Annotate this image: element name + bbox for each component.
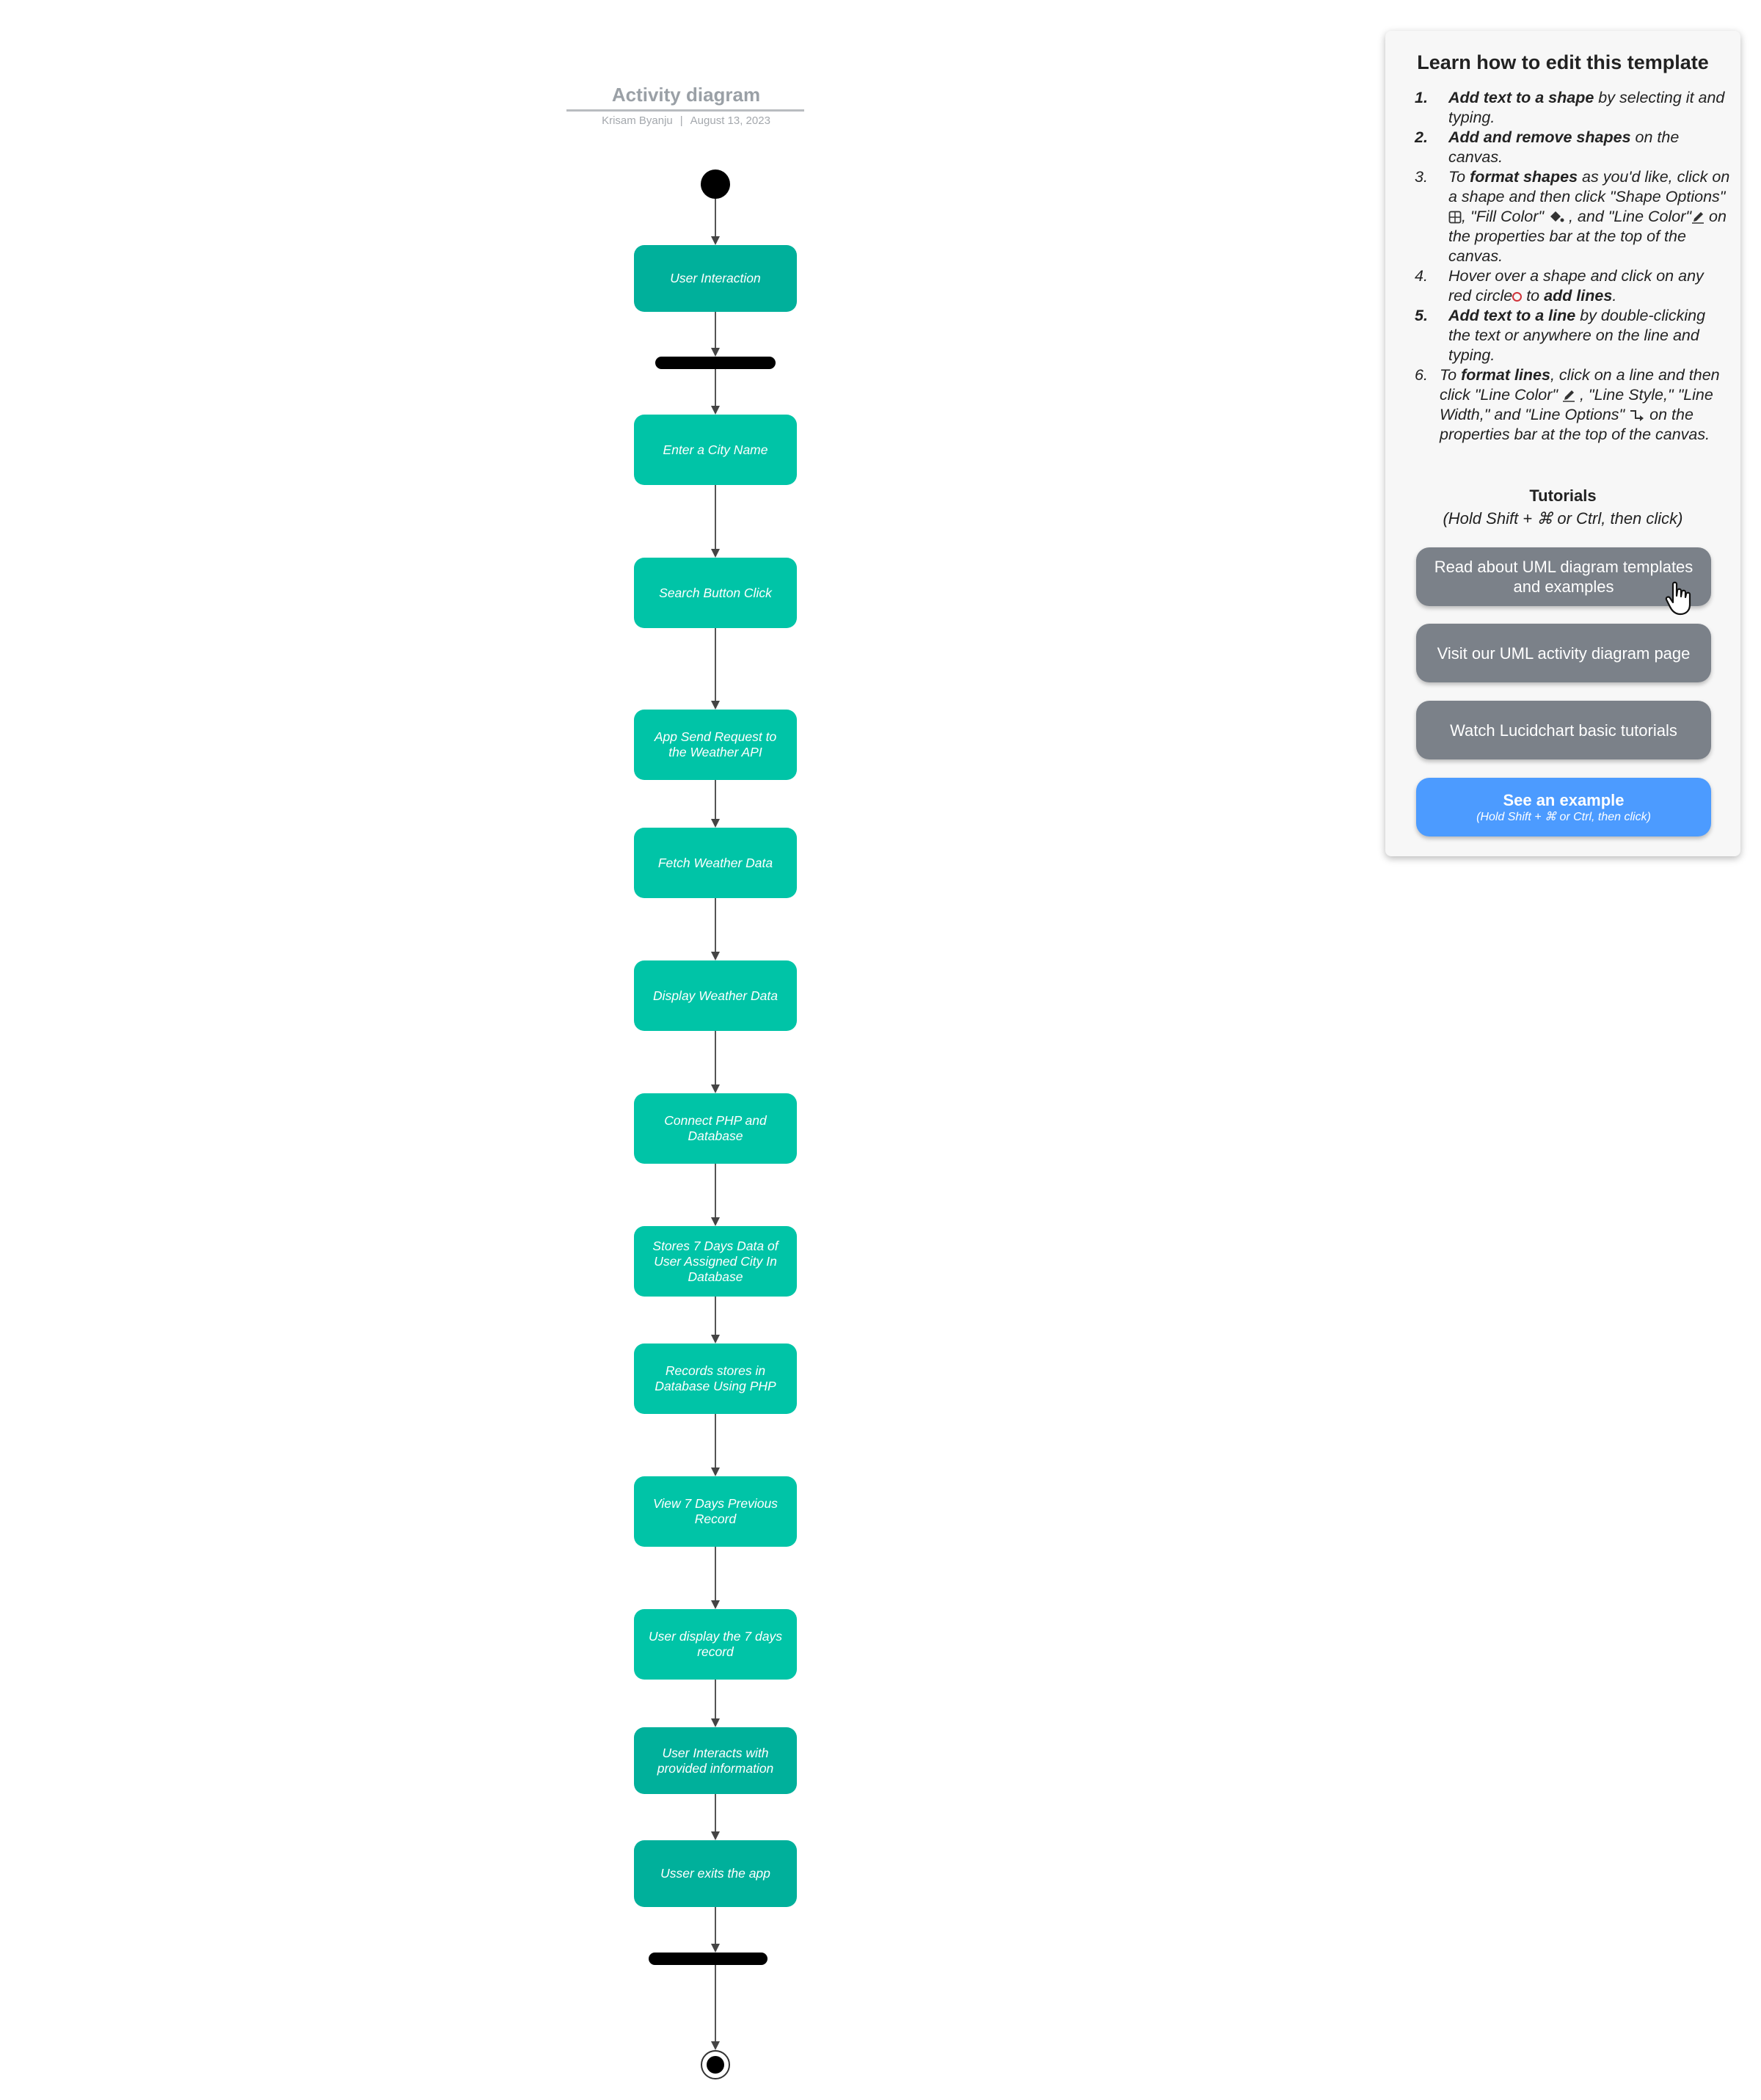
step-number: 1. — [1415, 89, 1428, 106]
instruction-list: 1. Add text to a shape by selecting it an… — [1415, 88, 1730, 445]
step-text: , and "Line Color" — [1564, 208, 1692, 225]
step-text: to — [1522, 287, 1545, 305]
step-number: 4. — [1415, 267, 1428, 285]
activity-user-interaction[interactable]: User Interaction — [634, 245, 797, 312]
help-panel: Learn how to edit this template 1. Add te… — [1385, 31, 1740, 856]
step-text: . — [1612, 287, 1617, 305]
activity-records-stores[interactable]: Records stores in Database Using PHP — [634, 1344, 797, 1414]
step-text: on the properties bar at the top of the … — [1440, 406, 1710, 443]
step-emphasis: Add text to a line — [1448, 307, 1576, 324]
instruction-step-3: 3. To format shapes as you'd like, click … — [1415, 167, 1730, 266]
step-number: 5. — [1415, 307, 1428, 324]
step-emphasis: format shapes — [1470, 168, 1578, 186]
join-bar[interactable] — [649, 1953, 768, 1965]
line-options-icon — [1630, 410, 1644, 422]
title-underline — [566, 109, 804, 112]
step-text: To — [1440, 366, 1462, 384]
activity-user-exits[interactable]: Usser exits the app — [634, 1840, 797, 1907]
activity-fetch-weather-data[interactable]: Fetch Weather Data — [634, 828, 797, 898]
activity-search-button-click[interactable]: Search Button Click — [634, 558, 797, 628]
line-color-icon — [1692, 212, 1705, 225]
diagram-title: Activity diagram — [611, 84, 761, 106]
button-sublabel: (Hold Shift + ⌘ or Ctrl, then click) — [1476, 810, 1651, 823]
step-text: by double-clicking the text or anywhere … — [1448, 307, 1706, 364]
button-label: Read about UML diagram templates and exa… — [1434, 558, 1693, 596]
button-label: See an example — [1503, 790, 1625, 809]
step-text: as you'd like, click on a shape and then… — [1448, 168, 1730, 205]
instruction-step-6: 6. To format lines, click on a line and t… — [1415, 365, 1730, 445]
help-panel-title: Learn how to edit this template — [1417, 51, 1709, 73]
uml-activity-page-button[interactable]: Visit our UML activity diagram page — [1416, 624, 1711, 682]
step-emphasis: add lines — [1544, 287, 1613, 305]
activity-send-request[interactable]: App Send Request to the Weather API — [634, 710, 797, 780]
step-text: , click on a line and then click "Line C… — [1440, 366, 1720, 404]
instruction-step-5: 5. Add text to a line by double-clicking … — [1415, 306, 1730, 365]
final-node[interactable] — [701, 2050, 730, 2079]
step-number: 6. — [1415, 366, 1428, 384]
basic-tutorials-button[interactable]: Watch Lucidchart basic tutorials — [1416, 701, 1711, 759]
final-node-dot — [707, 2056, 724, 2074]
activity-display-weather-data[interactable]: Display Weather Data — [634, 960, 797, 1031]
tutorials-hint: (Hold Shift + ⌘ or Ctrl, then click) — [1443, 509, 1683, 528]
red-circle-icon — [1512, 291, 1523, 302]
line-color-icon — [1563, 390, 1575, 403]
uml-templates-button[interactable]: Read about UML diagram templates and exa… — [1416, 547, 1711, 606]
activity-user-interacts[interactable]: User Interacts with provided information — [634, 1727, 797, 1794]
step-text: To — [1448, 168, 1470, 186]
instruction-step-2: 2. Add and remove shapes on the canvas. — [1415, 128, 1730, 167]
activity-display-7-days-record[interactable]: User display the 7 days record — [634, 1609, 797, 1680]
shape-options-icon — [1448, 211, 1462, 224]
hand-cursor-icon — [1665, 581, 1691, 616]
activity-connect-php-database[interactable]: Connect PHP and Database — [634, 1093, 797, 1164]
button-label: Visit our UML activity diagram page — [1437, 644, 1691, 663]
step-emphasis: Add text to a shape — [1448, 89, 1594, 106]
step-number: 2. — [1415, 128, 1428, 146]
instruction-step-4: 4. Hover over a shape and click on any re… — [1415, 266, 1730, 306]
author-name: Krisam Byanju — [602, 114, 673, 127]
activity-store-7-days-data[interactable]: Stores 7 Days Data of User Assigned City… — [634, 1226, 797, 1297]
diagram-meta: Krisam Byanju | August 13, 2023 — [565, 114, 807, 127]
instruction-step-1: 1. Add text to a shape by selecting it an… — [1415, 88, 1730, 128]
meta-separator: | — [679, 114, 683, 127]
step-number: 3. — [1415, 168, 1428, 186]
step-emphasis: format lines — [1461, 366, 1550, 384]
step-text: on the properties bar at the top of the … — [1448, 208, 1727, 265]
step-text: Hover over a shape and click on any red … — [1448, 267, 1704, 305]
step-emphasis: Add and remove shapes — [1448, 128, 1631, 146]
tutorials-title: Tutorials — [1529, 486, 1597, 505]
step-text: , "Line Style," "Line Width," and "Line … — [1440, 386, 1713, 423]
diagram-date: August 13, 2023 — [690, 114, 770, 127]
step-text: , "Fill Color" — [1462, 208, 1548, 225]
fork-bar[interactable] — [655, 357, 776, 369]
fill-color-icon — [1550, 211, 1564, 222]
step-text: on the canvas. — [1448, 128, 1680, 166]
initial-node[interactable] — [701, 169, 730, 199]
step-text: by selecting it and typing. — [1448, 89, 1725, 126]
activity-view-previous-record[interactable]: View 7 Days Previous Record — [634, 1476, 797, 1547]
button-label: Watch Lucidchart basic tutorials — [1450, 721, 1677, 740]
activity-enter-city-name[interactable]: Enter a City Name — [634, 415, 797, 485]
see-example-button[interactable]: See an example (Hold Shift + ⌘ or Ctrl, … — [1416, 778, 1711, 836]
